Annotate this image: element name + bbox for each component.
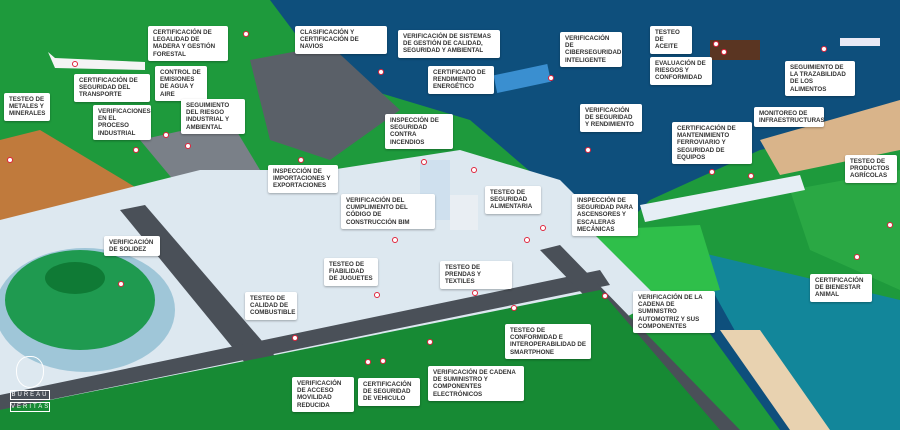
oil-platform — [710, 40, 760, 60]
location-marker-icon[interactable] — [298, 157, 304, 163]
service-label[interactable]: Control de emisiones de agua y aire — [155, 66, 207, 101]
location-marker-icon[interactable] — [709, 169, 715, 175]
service-label[interactable]: Certificación de seguridad de vehiculo — [358, 378, 420, 406]
location-marker-icon[interactable] — [380, 358, 386, 364]
service-label[interactable]: Seguimiento de la trazabilidad de los al… — [785, 61, 855, 96]
bridge — [640, 175, 805, 222]
port-area — [250, 45, 400, 160]
location-marker-icon[interactable] — [72, 61, 78, 67]
stadium-opening — [45, 262, 105, 294]
service-label[interactable]: Clasificación y certificación de navios — [295, 26, 387, 54]
green-park — [590, 225, 720, 300]
service-label[interactable]: Inspección de seguridad para ascensores … — [572, 194, 638, 237]
service-label[interactable]: Testeo de metales y minerales — [4, 93, 50, 121]
location-marker-icon[interactable] — [548, 75, 554, 81]
service-label[interactable]: Testeo de conformidad e interoperabilida… — [505, 324, 591, 359]
service-label[interactable]: Monitoreo de infraestructuras — [754, 107, 825, 128]
location-marker-icon[interactable] — [365, 359, 371, 365]
location-marker-icon[interactable] — [748, 173, 754, 179]
location-marker-icon[interactable] — [472, 290, 478, 296]
fishing-boat — [840, 38, 880, 46]
logo-seal-icon — [16, 356, 44, 388]
building — [450, 195, 478, 230]
location-marker-icon[interactable] — [118, 281, 124, 287]
location-marker-icon[interactable] — [854, 254, 860, 260]
service-label[interactable]: Seguimiento del riesgo industrial y ambi… — [181, 99, 245, 134]
service-label[interactable]: Evaluación de riesgos y conformidad — [650, 57, 712, 85]
service-label[interactable]: Verificación del cumplimiento del código… — [341, 194, 435, 229]
service-label[interactable]: Certificación de bienestar animal — [810, 274, 872, 302]
location-marker-icon[interactable] — [721, 49, 727, 55]
location-marker-icon[interactable] — [887, 222, 893, 228]
location-marker-icon[interactable] — [585, 147, 591, 153]
service-label[interactable]: Certificación de mantenimiento ferroviar… — [672, 122, 752, 165]
service-label[interactable]: Testeo de calidad de combustible — [245, 292, 297, 320]
location-marker-icon[interactable] — [185, 143, 191, 149]
service-label[interactable]: Verificación de solidez — [104, 236, 160, 257]
location-marker-icon[interactable] — [378, 69, 384, 75]
location-marker-icon[interactable] — [427, 339, 433, 345]
location-marker-icon[interactable] — [392, 237, 398, 243]
service-label[interactable]: Verificación de acceso movilidad reducid… — [292, 377, 354, 412]
location-marker-icon[interactable] — [292, 335, 298, 341]
sand-strip — [720, 330, 830, 430]
stadium-roof — [5, 250, 155, 350]
service-label[interactable]: Testeo de seguridad alimentaria — [485, 186, 541, 214]
location-marker-icon[interactable] — [7, 157, 13, 163]
location-marker-icon[interactable] — [421, 159, 427, 165]
location-marker-icon[interactable] — [374, 292, 380, 298]
logo-text-bottom: VERITAS — [10, 402, 51, 412]
location-marker-icon[interactable] — [471, 167, 477, 173]
location-marker-icon[interactable] — [540, 225, 546, 231]
service-label[interactable]: Verificación de sistemas de gestión de c… — [398, 30, 500, 58]
container-ship — [493, 63, 552, 94]
location-marker-icon[interactable] — [511, 305, 517, 311]
service-label[interactable]: Testeo de productos agrícolas — [845, 155, 897, 183]
service-label[interactable]: Testeo de aceite — [650, 26, 692, 54]
service-label[interactable]: Certificado de rendimiento energético — [428, 66, 494, 94]
farm — [790, 170, 900, 290]
location-marker-icon[interactable] — [163, 132, 169, 138]
service-label[interactable]: Verificación de ciberseguridad inteligen… — [560, 32, 622, 67]
service-label[interactable]: Verificación de cadena de suministro y c… — [428, 366, 524, 401]
location-marker-icon[interactable] — [821, 46, 827, 52]
logo-text-top: BUREAU — [10, 390, 50, 400]
service-label[interactable]: Certificación de legalidad de madera y g… — [148, 26, 228, 61]
service-label[interactable]: Inspección de importaciones y exportacio… — [268, 165, 338, 193]
service-label[interactable]: Testeo de fiabilidad de juguetes — [324, 258, 378, 286]
service-label[interactable]: Verificaciones en el proceso industrial — [93, 105, 151, 140]
service-label[interactable]: Verificación de la cadena de suministro … — [633, 291, 715, 334]
bureau-veritas-logo: BUREAU VERITAS — [10, 356, 50, 418]
location-marker-icon[interactable] — [524, 237, 530, 243]
location-marker-icon[interactable] — [602, 293, 608, 299]
service-label[interactable]: Certificación de seguridad del transport… — [74, 74, 150, 102]
location-marker-icon[interactable] — [243, 31, 249, 37]
service-label[interactable]: Testeo de prendas y textiles — [440, 261, 512, 289]
location-marker-icon[interactable] — [713, 41, 719, 47]
location-marker-icon[interactable] — [133, 147, 139, 153]
service-label[interactable]: Verificación de seguridad y rendimiento — [580, 104, 642, 132]
service-label[interactable]: Inspección de seguridad contra incendios — [385, 114, 453, 149]
diagonal-road — [0, 270, 610, 410]
